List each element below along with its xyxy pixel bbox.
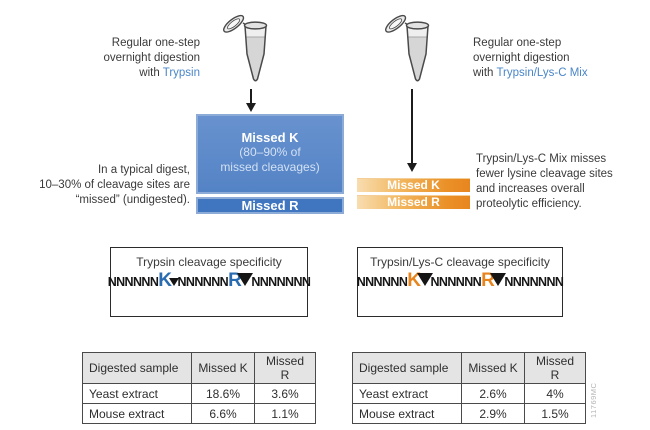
header-missed-k: Missed K bbox=[191, 352, 255, 384]
figure-id-watermark: 11769MC bbox=[589, 382, 598, 418]
missed-k-value: 2.6% bbox=[461, 383, 525, 404]
header-missed-r: Missed R bbox=[254, 352, 316, 384]
missed-r-value: 1.1% bbox=[254, 403, 316, 424]
right-caption-line2: fewer lysine cleavage sites bbox=[476, 168, 613, 180]
trypsin-lysc-results-table: Digested sample Missed K Missed R Yeast … bbox=[352, 352, 586, 424]
right-caption-text: Trypsin/Lys-C Mix misses fewer lysine cl… bbox=[476, 152, 631, 212]
header-missed-k: Missed K bbox=[461, 352, 525, 384]
table-row: Mouse extract 6.6% 1.1% bbox=[82, 403, 316, 424]
missed-k-label: Missed K bbox=[241, 130, 299, 145]
missed-k-value: 2.9% bbox=[461, 403, 525, 424]
right-caption-line1: Trypsin/Lys-C Mix misses bbox=[476, 153, 607, 165]
cleavage-site-triangle-icon bbox=[416, 273, 433, 286]
cleavage-site-triangle-icon bbox=[490, 273, 507, 286]
trypsin-results-table: Digested sample Missed K Missed R Yeast … bbox=[82, 352, 316, 424]
right-intro-line2: overnight digestion bbox=[473, 52, 570, 64]
missed-r-value: 3.6% bbox=[254, 383, 316, 404]
left-intro-line2: overnight digestion bbox=[103, 52, 200, 64]
down-arrow-icon bbox=[250, 89, 252, 103]
microcentrifuge-tube-icon bbox=[385, 14, 430, 82]
down-arrow-head-icon bbox=[407, 163, 417, 172]
table-header-row: Digested sample Missed K Missed R bbox=[82, 352, 316, 384]
missed-k-orange-bar: Missed K bbox=[357, 178, 470, 192]
down-arrow-head-icon bbox=[246, 103, 256, 112]
sample-name: Yeast extract bbox=[352, 383, 462, 404]
trypsin-label: Trypsin bbox=[162, 67, 200, 79]
trypsin-lysc-specificity-box: Trypsin/Lys-C cleavage specificity NNNNN… bbox=[356, 247, 564, 317]
left-caption-line1: In a typical digest, bbox=[97, 164, 190, 176]
trypsin-lysc-label: Trypsin/Lys-C Mix bbox=[496, 67, 588, 79]
missed-k-sub1: (80–90% of bbox=[239, 145, 301, 159]
right-intro-line3: with Trypsin/Lys-C Mix bbox=[473, 67, 588, 79]
missed-r-bar: Missed R bbox=[196, 197, 344, 214]
missed-k-value: 18.6% bbox=[191, 383, 255, 404]
missed-k-sub2: missed cleavages) bbox=[220, 160, 320, 174]
header-digested-sample: Digested sample bbox=[352, 352, 462, 384]
left-caption-line3: “missed” (undigested). bbox=[75, 194, 190, 206]
missed-r-value: 4% bbox=[524, 383, 586, 404]
table-header-row: Digested sample Missed K Missed R bbox=[352, 352, 586, 384]
trypsin-lysc-specificity-title: Trypsin/Lys-C cleavage specificity bbox=[370, 255, 550, 269]
table-row: Yeast extract 2.6% 4% bbox=[352, 383, 586, 404]
missed-k-panel: Missed K (80–90% of missed cleavages) bbox=[196, 114, 344, 194]
left-intro-text: Regular one-step overnight digestion wit… bbox=[58, 36, 200, 81]
missed-k-value: 6.6% bbox=[191, 403, 255, 424]
down-arrow-icon bbox=[411, 89, 413, 163]
microcentrifuge-tube-icon bbox=[223, 14, 268, 82]
sample-name: Yeast extract bbox=[82, 383, 192, 404]
left-intro-line3: with Trypsin bbox=[139, 67, 200, 79]
right-caption-line3: and increases overall bbox=[476, 183, 585, 195]
header-missed-r: Missed R bbox=[524, 352, 586, 384]
left-caption-text: In a typical digest, 10–30% of cleavage … bbox=[16, 163, 190, 208]
left-caption-line2: 10–30% of cleavage sites are bbox=[39, 179, 190, 191]
right-caption-line4: proteolytic efficiency. bbox=[476, 198, 582, 210]
missed-r-value: 1.5% bbox=[524, 403, 586, 424]
sample-name: Mouse extract bbox=[352, 403, 462, 424]
cleavage-site-triangle-icon bbox=[168, 278, 179, 286]
header-digested-sample: Digested sample bbox=[82, 352, 192, 384]
cleavage-site-triangle-icon bbox=[237, 273, 254, 286]
missed-r-orange-bar: Missed R bbox=[357, 195, 470, 209]
table-row: Yeast extract 18.6% 3.6% bbox=[82, 383, 316, 404]
trypsin-specificity-title: Trypsin cleavage specificity bbox=[136, 255, 282, 269]
right-intro-line1: Regular one-step bbox=[473, 37, 562, 49]
missed-cleavage-blue-box: Missed K (80–90% of missed cleavages) Mi… bbox=[196, 114, 344, 214]
right-intro-text: Regular one-step overnight digestion wit… bbox=[473, 36, 638, 81]
left-intro-line1: Regular one-step bbox=[111, 37, 200, 49]
table-row: Mouse extract 2.9% 1.5% bbox=[352, 403, 586, 424]
sample-name: Mouse extract bbox=[82, 403, 192, 424]
